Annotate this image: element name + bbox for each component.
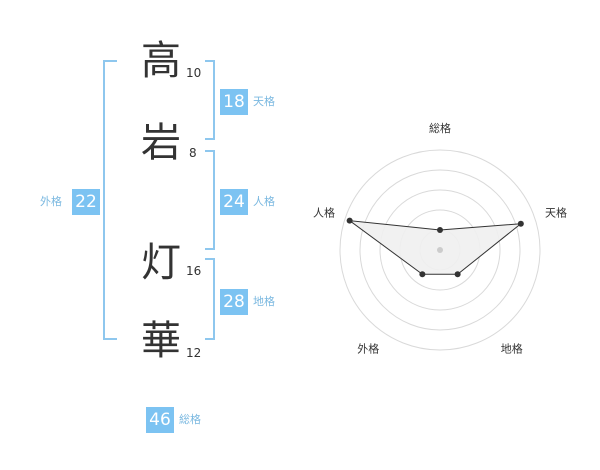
- radar-ring-4: [359, 169, 521, 331]
- radar-point-0: [437, 227, 443, 233]
- radar-center: [437, 247, 443, 253]
- radar-ring-3: [379, 189, 501, 311]
- radar-grid: [339, 149, 541, 351]
- radar-ring-5: [339, 149, 541, 351]
- tenkaku-value: 18: [220, 89, 248, 115]
- radar-point-2: [454, 271, 461, 278]
- name-char-3: 灯: [141, 240, 181, 286]
- jinkaku-bracket: [205, 150, 215, 250]
- gaikaku-bracket: [103, 60, 117, 340]
- stroke-count-4: 12: [186, 346, 202, 360]
- radar-point-1: [517, 220, 524, 227]
- radar-point-3: [419, 271, 426, 278]
- chikaku-bracket: [205, 258, 215, 340]
- radar-axis-label-1: 天格: [545, 205, 567, 219]
- soukaku-label: 総格: [179, 413, 201, 426]
- radar-point-4: [346, 217, 353, 224]
- stroke-count-1: 10: [186, 66, 202, 80]
- gaikaku-value: 22: [72, 189, 100, 215]
- stroke-count-2: 8: [189, 146, 197, 160]
- name-char-4: 華: [141, 318, 181, 364]
- radar-axis-label-4: 人格: [313, 205, 335, 219]
- chikaku-value: 28: [220, 289, 248, 315]
- jinkaku-label: 人格: [253, 195, 275, 208]
- radar-points: [346, 217, 524, 278]
- radar-axis-label-3: 外格: [357, 342, 379, 356]
- radar-axis-label-2: 地格: [501, 342, 523, 356]
- tenkaku-bracket: [205, 60, 215, 140]
- radar-area: [347, 219, 523, 275]
- gaikaku-label: 外格: [40, 195, 62, 208]
- stroke-count-3: 16: [186, 264, 202, 278]
- name-char-1: 高: [141, 38, 181, 84]
- soukaku-value: 46: [146, 407, 174, 433]
- chikaku-label: 地格: [253, 295, 275, 308]
- jinkaku-value: 24: [220, 189, 248, 215]
- name-char-2: 岩: [141, 120, 181, 166]
- radar-axis-label-0: 総格: [429, 121, 451, 135]
- tenkaku-label: 天格: [253, 95, 275, 108]
